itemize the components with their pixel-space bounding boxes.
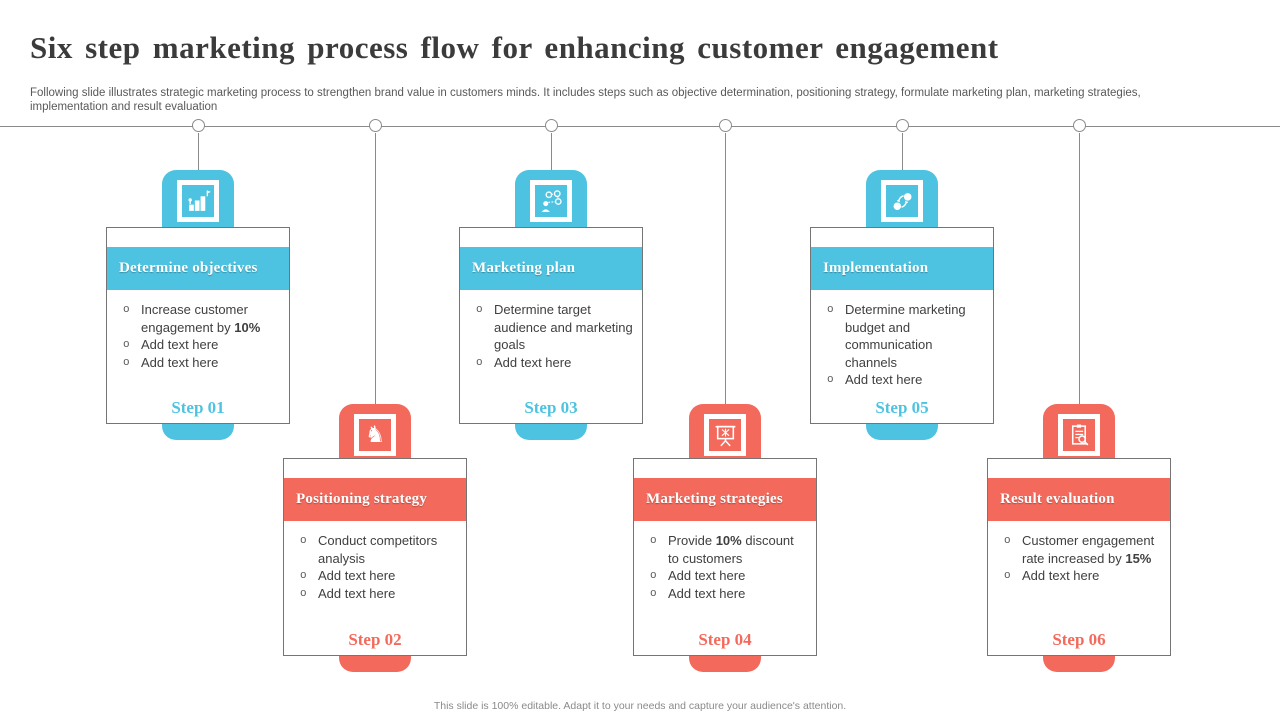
step-bullet: Determine marketing budget and communica… (827, 301, 985, 371)
step-card-header: Positioning strategy (284, 478, 466, 521)
person-network-icon (530, 180, 572, 222)
step-bullet-list: Determine marketing budget and communica… (827, 301, 985, 389)
step-bullet-list: Increase customer engagement by 10%Add t… (123, 301, 281, 371)
step-bullet-list: Conduct competitors analysisAdd text her… (300, 532, 458, 602)
footer-note: This slide is 100% editable. Adapt it to… (433, 700, 847, 712)
step-bullet: Add text here (1004, 567, 1162, 585)
timeline-node (1072, 119, 1086, 132)
timeline-node (544, 119, 558, 132)
step-bullet: Add text here (650, 585, 808, 602)
timeline-connector (725, 133, 726, 408)
step-card: Determine objectivesIncrease customer en… (106, 227, 290, 424)
timeline-connector (375, 133, 376, 408)
step-bullet: Increase customer engagement by 10% (123, 301, 281, 336)
timeline-line (0, 126, 1280, 127)
step-card-header: Determine objectives (107, 247, 289, 290)
step-card-title: Marketing strategies (646, 491, 783, 507)
step-card-title: Determine objectives (119, 260, 258, 276)
step-bullet-list: Determine target audience and marketing … (476, 301, 634, 371)
step-card: ImplementationDetermine marketing budget… (810, 227, 994, 424)
chess-knight-icon: ♞ (354, 414, 396, 456)
step-card: Result evaluationCustomer engagement rat… (987, 458, 1171, 656)
step-card-header: Implementation (811, 247, 993, 290)
timeline-node (191, 119, 205, 132)
step-bullet: Determine target audience and marketing … (476, 301, 634, 354)
timeline-connector (198, 133, 199, 174)
step-label: Step 04 (698, 630, 752, 649)
step-bullet: Add text here (123, 354, 281, 371)
step-label: Step 03 (524, 398, 578, 417)
step-label: Step 05 (875, 398, 929, 417)
page-subtitle: Following slide illustrates strategic ma… (30, 87, 1141, 113)
step-bullet: Add text here (123, 336, 281, 354)
share-nodes-icon (881, 180, 923, 222)
step-bullet: Add text here (476, 354, 634, 371)
step-bullet: Add text here (650, 567, 808, 585)
timeline-node (368, 119, 382, 132)
chess-knight-glyph: ♞ (364, 421, 386, 448)
step-label: Step 01 (171, 398, 225, 417)
step-bullet: Add text here (827, 371, 985, 389)
timeline-node (718, 119, 732, 132)
step-card-title: Result evaluation (1000, 491, 1115, 507)
step-card-title: Positioning strategy (296, 491, 428, 507)
step-bullet-list: Customer engagement rate increased by 15… (1004, 532, 1162, 585)
clipboard-magnifier-icon (1058, 414, 1100, 456)
step-label: Step 06 (1052, 630, 1106, 649)
step-bullet-list: Provide 10% discount to customersAdd tex… (650, 532, 808, 602)
step-card: Positioning strategyConduct competitors … (283, 458, 467, 656)
step-card-header: Result evaluation (988, 478, 1170, 521)
timeline-connector (902, 133, 903, 174)
timeline-connector (551, 133, 552, 174)
step-bullet: Conduct competitors analysis (300, 532, 458, 567)
page-title: Six step marketing process flow for enha… (30, 30, 999, 65)
step-bullet: Add text here (300, 585, 458, 602)
step-card: Marketing planDetermine target audience … (459, 227, 643, 424)
timeline-connector (1079, 133, 1080, 408)
step-card-header: Marketing plan (460, 247, 642, 290)
presentation-board-icon (704, 414, 746, 456)
step-card-header: Marketing strategies (634, 478, 816, 521)
step-card-title: Marketing plan (472, 260, 576, 276)
step-label: Step 02 (348, 630, 402, 649)
growth-stairs-flag-icon (177, 180, 219, 222)
step-bullet: Customer engagement rate increased by 15… (1004, 532, 1162, 567)
timeline-node (895, 119, 909, 132)
step-bullet: Provide 10% discount to customers (650, 532, 808, 567)
step-card: Marketing strategiesProvide 10% discount… (633, 458, 817, 656)
step-bullet: Add text here (300, 567, 458, 585)
step-card-title: Implementation (823, 260, 929, 276)
